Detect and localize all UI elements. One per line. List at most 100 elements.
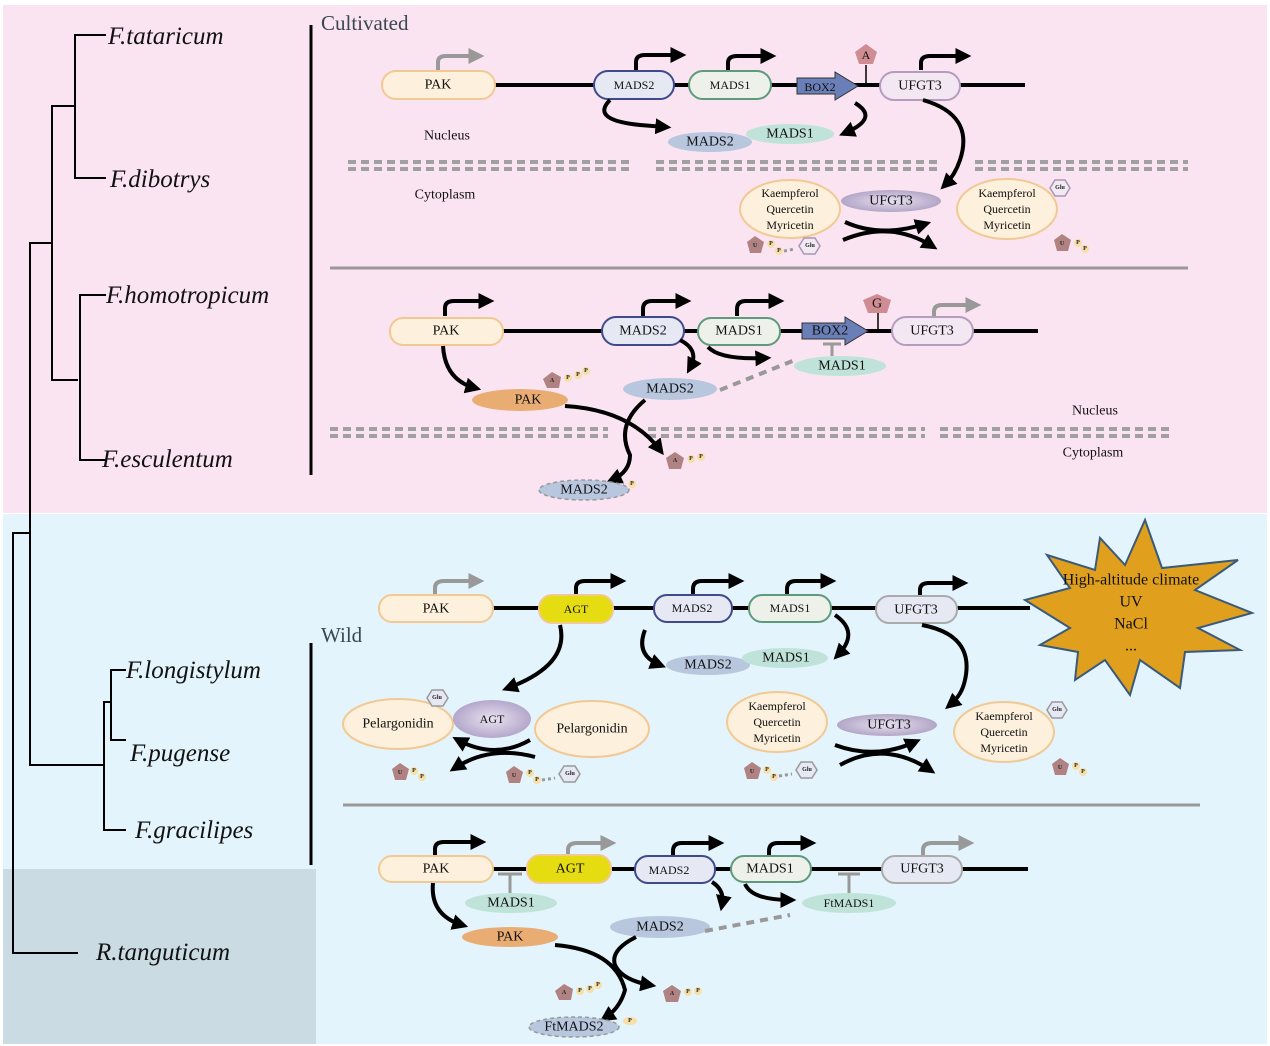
glucose-icon xyxy=(798,237,821,255)
svg-text:P: P xyxy=(696,988,700,994)
nuclear-membrane xyxy=(648,427,925,438)
stress-factor: UV xyxy=(1119,594,1143,611)
svg-text:A: A xyxy=(670,991,675,997)
svg-text:UFGT3: UFGT3 xyxy=(867,718,911,733)
gene-ufgt3 xyxy=(891,316,974,346)
gene-mads2 xyxy=(601,316,685,346)
nucleus-label: Nucleus xyxy=(1072,404,1118,419)
nuclear-membrane xyxy=(348,160,630,171)
svg-text:MADS1: MADS1 xyxy=(487,896,534,911)
pelargonidin-product xyxy=(342,698,454,750)
svg-text:Quercetin: Quercetin xyxy=(980,725,1027,739)
svg-text:MADS1: MADS1 xyxy=(818,359,865,374)
svg-text:Glu: Glu xyxy=(802,767,812,773)
panel-3-wild-pathway: PAK AGT MADS2 MADS1 UFGT3 High-altitude … xyxy=(342,517,1256,784)
svg-text:Quercetin: Quercetin xyxy=(983,202,1030,216)
svg-text:U: U xyxy=(753,243,758,249)
flavonol-glycoside-product xyxy=(953,701,1055,763)
svg-text:UFGT3: UFGT3 xyxy=(869,194,913,209)
protein-ftmads1 xyxy=(802,893,896,913)
svg-text:A: A xyxy=(562,990,567,996)
species-label: F.esculentum xyxy=(101,446,233,473)
svg-text:MADS2: MADS2 xyxy=(560,483,607,498)
svg-text:U: U xyxy=(1060,241,1065,247)
protein-mads1 xyxy=(742,648,828,668)
svg-text:Kaempferol: Kaempferol xyxy=(978,186,1036,200)
flavonol-substrate xyxy=(739,179,841,239)
svg-text:P: P xyxy=(699,454,703,460)
svg-text:Kaempferol: Kaempferol xyxy=(975,709,1033,723)
gene-mads1 xyxy=(748,594,832,623)
svg-text:P: P xyxy=(777,248,781,254)
svg-text:MADS2: MADS2 xyxy=(684,658,731,673)
atp-icon xyxy=(555,984,573,1000)
gene-ufgt3 xyxy=(881,855,963,884)
svg-text:Myricetin: Myricetin xyxy=(983,218,1030,232)
species-label: F.homotropicum xyxy=(105,282,269,309)
protein-mads1 xyxy=(746,124,834,144)
gene-mads2 xyxy=(653,594,733,623)
svg-text:Glu: Glu xyxy=(805,243,815,249)
protein-mads1 xyxy=(794,356,886,376)
protein-mads1 xyxy=(465,893,557,913)
svg-text:U: U xyxy=(512,773,517,779)
protein-mads2 xyxy=(610,916,710,938)
outgroup-background xyxy=(3,869,316,1044)
svg-text:P: P xyxy=(686,989,690,995)
svg-text:UFGT3: UFGT3 xyxy=(898,79,942,94)
svg-text:U: U xyxy=(1058,765,1063,771)
svg-text:MADS2: MADS2 xyxy=(649,863,690,877)
adp-icon xyxy=(666,452,684,469)
svg-text:P: P xyxy=(689,456,693,462)
gene-pak xyxy=(378,855,494,883)
gene-pak xyxy=(378,594,494,623)
svg-text:MADS2: MADS2 xyxy=(672,601,713,615)
svg-text:P: P xyxy=(584,368,588,374)
svg-text:P: P xyxy=(1081,769,1085,775)
svg-text:Myricetin: Myricetin xyxy=(766,218,813,232)
svg-text:BOX2: BOX2 xyxy=(812,324,849,339)
flavonol-substrate xyxy=(726,691,828,753)
svg-text:U: U xyxy=(750,769,755,775)
svg-text:P: P xyxy=(772,774,776,780)
svg-text:PAK: PAK xyxy=(515,393,542,408)
udp-icon xyxy=(747,236,764,253)
gene-pak xyxy=(389,317,504,346)
svg-text:MADS2: MADS2 xyxy=(619,324,666,339)
svg-text:FtMADS2: FtMADS2 xyxy=(544,1020,603,1035)
cultivated-label: Cultivated xyxy=(321,11,409,35)
stress-factor: NaCl xyxy=(1114,616,1148,633)
box2-element xyxy=(801,316,869,346)
flavonol-glycoside-product xyxy=(956,178,1058,240)
svg-text:Myricetin: Myricetin xyxy=(980,741,1027,755)
udp-icon xyxy=(506,766,523,783)
protein-mads2 xyxy=(666,655,750,675)
gene-agt xyxy=(538,594,614,624)
svg-text:AGT: AGT xyxy=(556,862,585,877)
udp-icon xyxy=(744,762,761,779)
svg-text:P: P xyxy=(769,241,773,247)
panel-2-cultivated-pathway: PAK MADS2 MADS1 BOX2 G UFGT3 PAK MADS2 M… xyxy=(330,293,1172,501)
enzyme-ufgt3 xyxy=(841,190,941,212)
stress-factor: High-altitude climate xyxy=(1063,572,1199,589)
svg-text:A: A xyxy=(673,458,678,464)
svg-text:P: P xyxy=(566,375,570,381)
svg-text:Kaempferol: Kaempferol xyxy=(748,699,806,713)
svg-text:PAK: PAK xyxy=(423,602,450,617)
svg-text:P: P xyxy=(1074,763,1078,769)
species-label: F.gracilipes xyxy=(134,817,253,844)
panel-4-wild-pathway: PAK AGT MADS2 MADS1 UFGT3 MADS1 PAK MADS… xyxy=(378,834,1028,1038)
enzyme-agt xyxy=(453,700,531,738)
protein-mads2 xyxy=(668,132,752,152)
udp-icon xyxy=(1052,758,1069,775)
species-label: R.tanguticum xyxy=(95,939,230,966)
gene-mads2 xyxy=(593,70,675,100)
nuclear-membrane xyxy=(975,160,1188,171)
svg-text:MADS2: MADS2 xyxy=(646,382,693,397)
gene-mads1 xyxy=(697,317,781,346)
svg-text:PAK: PAK xyxy=(423,862,450,877)
glycosyl-modification xyxy=(863,294,891,313)
pelargonidin-substrate xyxy=(534,700,650,758)
svg-text:P: P xyxy=(528,770,532,776)
